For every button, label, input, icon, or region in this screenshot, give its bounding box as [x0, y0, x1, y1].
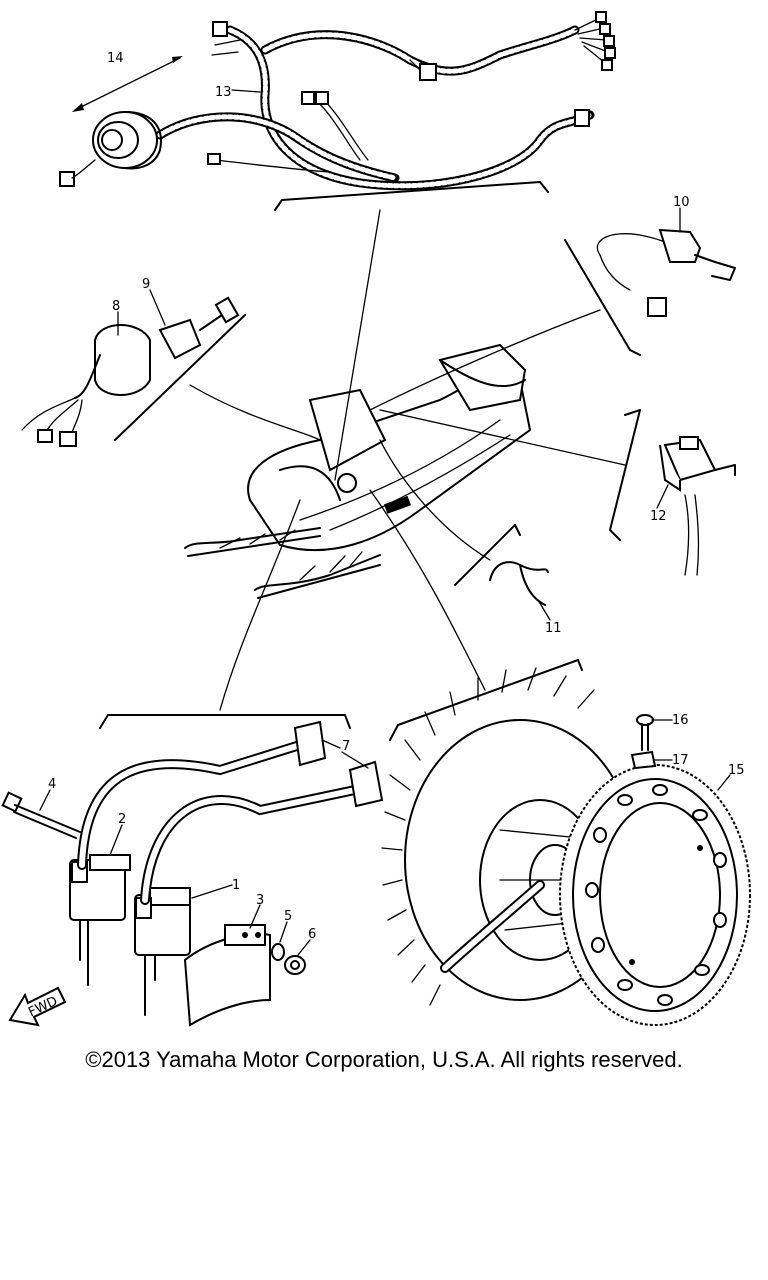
ring-gear-holes	[585, 784, 727, 1006]
relay-bracket	[609, 409, 641, 541]
callout-1: 1	[232, 878, 240, 893]
callout-14-arrow	[72, 56, 183, 112]
nut-6	[284, 955, 306, 975]
snowmobile-body	[184, 343, 532, 599]
callout-17: 17	[672, 753, 689, 768]
harness-bracket	[274, 181, 549, 211]
callout-14: 14	[107, 51, 124, 66]
callout-3: 3	[256, 893, 264, 908]
clip-bracket	[454, 524, 521, 586]
forward-direction-arrow: FWD	[8, 986, 67, 1027]
washer-5	[271, 943, 285, 961]
leader-11	[379, 439, 491, 561]
spark-plug-cap-7	[293, 720, 384, 808]
main-switch-8	[21, 324, 151, 447]
callout-9: 9	[142, 277, 150, 292]
relay-12	[659, 436, 736, 576]
callout-10: 10	[673, 195, 690, 210]
leader-12	[379, 409, 626, 466]
switch-10	[596, 228, 736, 317]
callout-7: 7	[342, 739, 350, 754]
coil-bracket-3	[183, 924, 271, 1027]
callout-numbers: 1 2 3 4 5 6 7 8 9 10 11 12 13 14 15 16 1…	[48, 51, 745, 942]
callout-2: 2	[118, 812, 126, 827]
leader-10	[369, 309, 601, 411]
leader-magneto	[369, 489, 486, 691]
cdi-bracket	[99, 714, 351, 729]
ring-gear-15	[559, 764, 751, 1026]
callout-8: 8	[112, 299, 120, 314]
lock-plate-17	[630, 750, 657, 770]
callout-12: 12	[650, 509, 667, 524]
callout-leaders	[39, 89, 731, 956]
callout-13: 13	[215, 85, 232, 100]
callout-4: 4	[48, 777, 56, 792]
ignition-coil-1	[134, 887, 191, 1016]
bolt-4	[1, 791, 81, 839]
leader-switch	[189, 384, 321, 441]
callout-16: 16	[672, 713, 689, 728]
leader-harness	[334, 209, 381, 481]
clip-11	[489, 561, 549, 606]
parts-diagram: FWD	[1, 11, 751, 1027]
fwd-label: FWD	[26, 994, 60, 1020]
key-9	[158, 296, 240, 360]
callout-5: 5	[284, 909, 292, 924]
switch-bracket	[114, 314, 246, 441]
headlight-assembly	[71, 111, 162, 179]
leader-cdi	[219, 499, 301, 711]
switch-10-bracket	[564, 239, 641, 356]
wire-harness-13	[59, 11, 616, 191]
ignition-coil-2	[69, 854, 131, 986]
callout-11: 11	[545, 621, 562, 636]
flywheel-fins	[381, 667, 595, 1006]
copyright-notice: ©2013 Yamaha Motor Corporation, U.S.A. A…	[85, 1047, 683, 1072]
magneto-bracket	[389, 659, 583, 741]
bolt-16	[636, 714, 654, 751]
callout-15: 15	[728, 763, 745, 778]
callout-6: 6	[308, 927, 316, 942]
